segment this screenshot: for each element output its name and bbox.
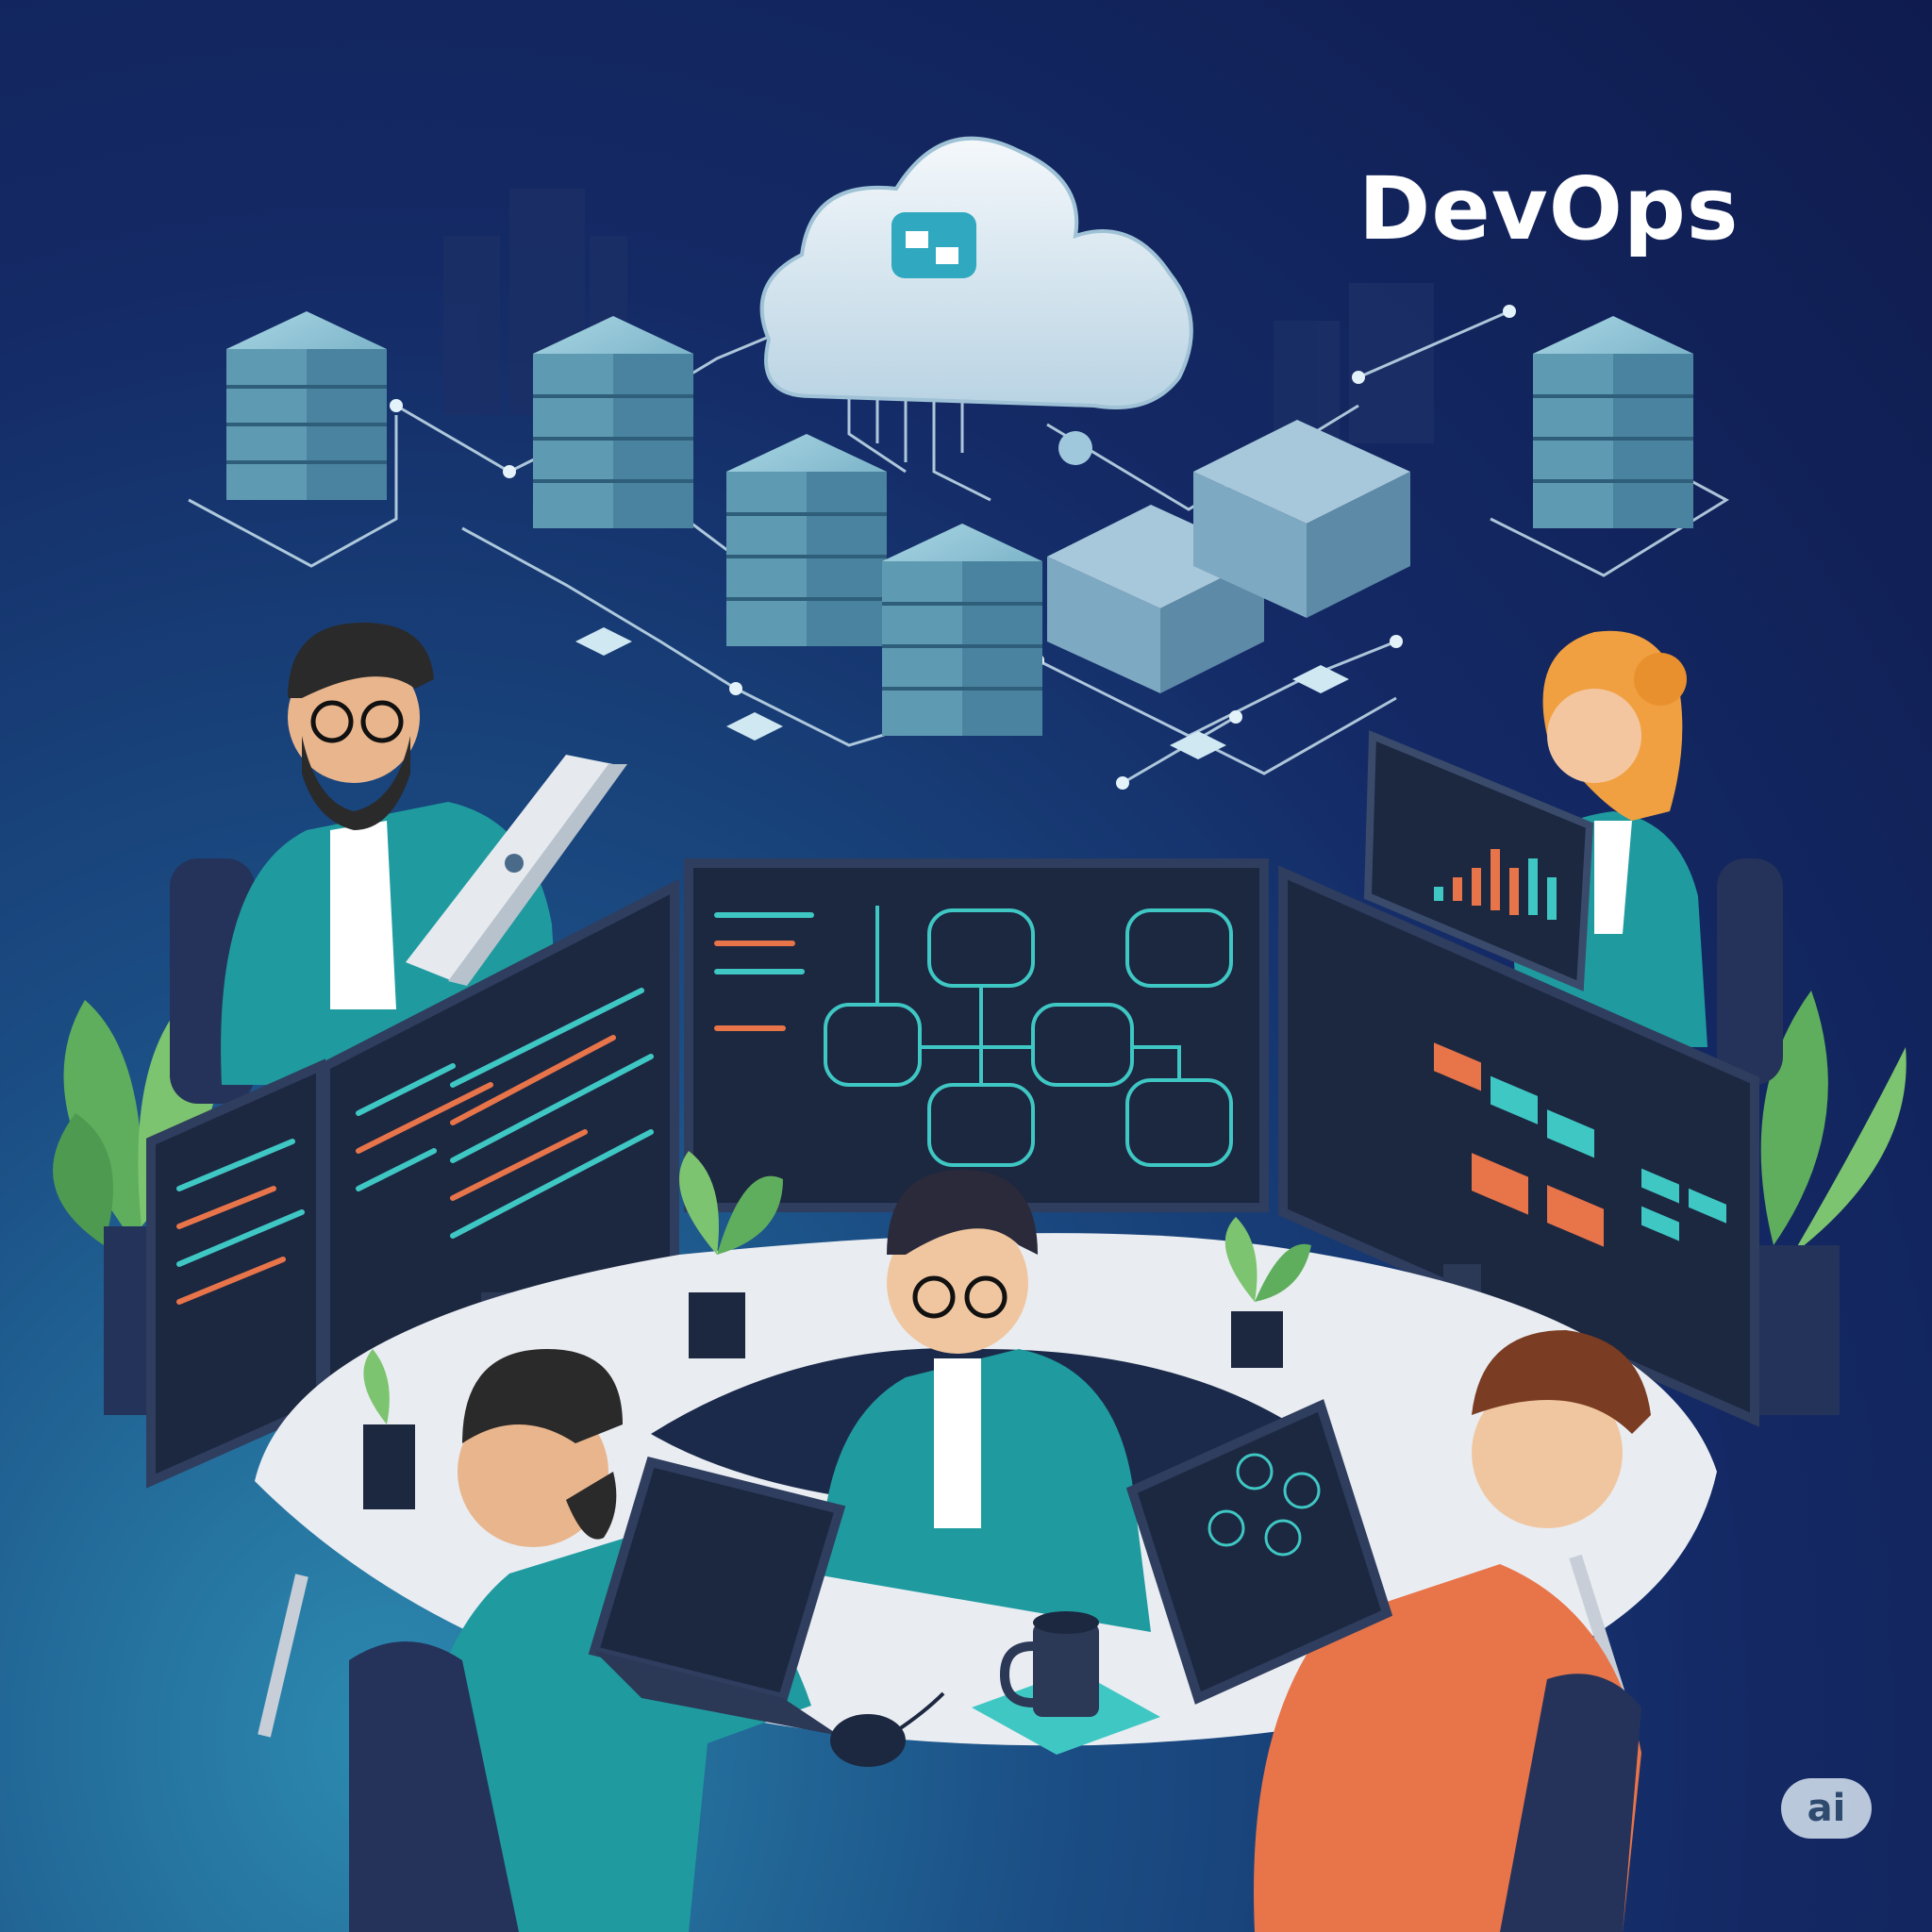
plant-icon: [363, 1151, 1311, 1509]
engineer-center: [821, 1170, 1151, 1632]
chair: [349, 1641, 1641, 1932]
server-rack-icon: [226, 311, 1693, 736]
router-chips: [575, 431, 1349, 759]
cloud-icon: [759, 136, 1193, 409]
laptop-icon: [406, 755, 627, 986]
code-lines: [176, 912, 814, 1305]
laptop-icon: [1125, 1399, 1393, 1705]
pipeline-diagram: [824, 906, 1233, 1167]
shipping-container-icon: [1047, 420, 1410, 693]
ai-badge: ai: [1781, 1778, 1872, 1839]
tablet-screen: [1363, 730, 1594, 991]
coffee-mug-icon: [972, 1611, 1160, 1755]
page-title: DevOps: [1358, 158, 1740, 259]
mouse-icon: [830, 1691, 945, 1767]
laptop-icon: [588, 1456, 846, 1736]
